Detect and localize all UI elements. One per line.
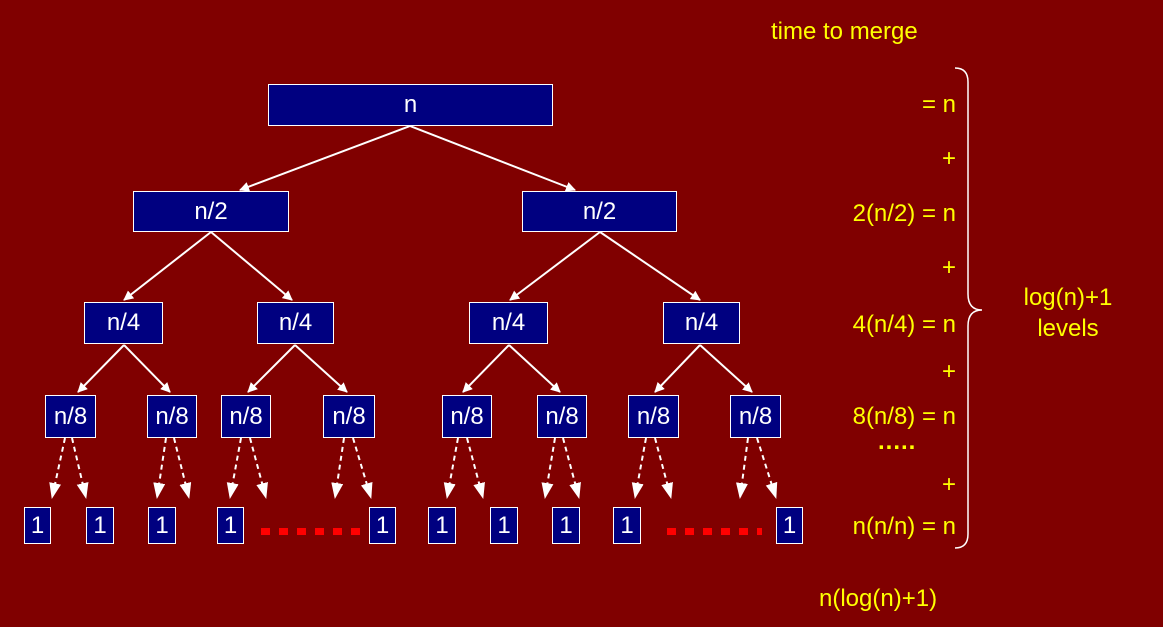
- dashed-edge: [443, 437, 459, 499]
- tree-edge: [654, 344, 701, 393]
- brace-label-line2: levels: [1037, 315, 1099, 342]
- tree-edge: [210, 231, 293, 301]
- tree-edge: [409, 125, 576, 192]
- tree-edge: [509, 231, 601, 301]
- tree-leaf: 1: [148, 507, 176, 544]
- dashed-edge: [226, 437, 242, 499]
- tree-node-level3: n/8: [221, 395, 271, 438]
- tree-edge: [508, 344, 561, 393]
- dashed-edge: [541, 437, 556, 499]
- merge-cost-row: = n: [921, 91, 956, 118]
- tree-edge: [599, 231, 701, 301]
- brace-label-line1: log(n)+1: [1023, 284, 1113, 311]
- tree-edge: [699, 344, 753, 393]
- dashed-edge: [352, 437, 373, 499]
- tree-edge: [239, 125, 411, 192]
- dashed-edge: [249, 437, 268, 499]
- dashed-edge: [562, 437, 581, 499]
- tree-leaf: 1: [428, 507, 456, 544]
- dashed-edge: [153, 437, 167, 499]
- tree-node-level3: n/8: [730, 395, 781, 438]
- row-ellipsis: .....: [878, 428, 917, 455]
- ellipsis-dot: [703, 528, 712, 535]
- tree-node-level3: n/8: [442, 395, 492, 438]
- tree-node-level2: n/4: [257, 302, 334, 344]
- tree-node-level1: n/2: [133, 191, 289, 232]
- plus-sign: +: [941, 254, 956, 281]
- ellipsis-dot: [333, 528, 342, 535]
- ellipsis-dot: [315, 528, 324, 535]
- ellipsis-dot: [739, 528, 748, 535]
- dashed-edge: [173, 437, 192, 499]
- tree-leaf: 1: [490, 507, 518, 544]
- ellipsis-dot: [757, 528, 762, 535]
- dashed-edge: [331, 437, 345, 499]
- total-cost: n(log(n)+1): [819, 585, 938, 612]
- tree-leaf: 1: [24, 507, 51, 544]
- merge-cost-row: 4(n/4) = n: [852, 311, 956, 338]
- merge-cost-row: 8(n/8) = n: [852, 403, 956, 430]
- ellipsis-dot: [351, 528, 360, 535]
- dashed-edge: [654, 437, 673, 499]
- tree-node-level2: n/4: [663, 302, 740, 344]
- tree-leaf: 1: [552, 507, 580, 544]
- dashed-edge: [631, 437, 647, 499]
- tree-edge: [123, 344, 171, 393]
- dashed-edge: [736, 437, 749, 499]
- dashed-edge: [71, 437, 89, 499]
- ellipsis-dot: [721, 528, 730, 535]
- dashed-edge: [49, 437, 66, 499]
- tree-node-level3: n/8: [537, 395, 587, 438]
- tree-node-root: n: [268, 84, 553, 126]
- tree-node-level2: n/4: [84, 302, 163, 344]
- tree-leaf: 1: [369, 507, 396, 544]
- tree-node-level3: n/8: [628, 395, 679, 438]
- levels-brace: [954, 67, 983, 549]
- tree-leaf: 1: [613, 507, 641, 544]
- tree-leaf: 1: [217, 507, 244, 544]
- dashed-edge: [466, 437, 485, 499]
- tree-edge: [247, 344, 296, 393]
- merge-cost-row: 2(n/2) = n: [852, 200, 956, 227]
- plus-sign: +: [941, 471, 956, 498]
- tree-node-level2: n/4: [469, 302, 548, 344]
- ellipsis-dot: [261, 528, 270, 535]
- plus-sign: +: [941, 145, 956, 172]
- tree-node-level3: n/8: [147, 395, 197, 438]
- tree-node-level1: n/2: [522, 191, 677, 232]
- ellipsis-dot: [297, 528, 306, 535]
- tree-edge: [462, 344, 510, 393]
- time-to-merge-header: time to merge: [771, 18, 918, 45]
- ellipsis-dot: [685, 528, 694, 535]
- tree-leaf: 1: [86, 507, 114, 544]
- merge-cost-row: n(n/n) = n: [852, 513, 956, 540]
- tree-leaf: 1: [776, 507, 803, 544]
- plus-sign: +: [941, 358, 956, 385]
- ellipsis-dot: [279, 528, 288, 535]
- tree-node-level3: n/8: [45, 395, 96, 438]
- tree-edge: [77, 344, 125, 393]
- tree-node-level3: n/8: [323, 395, 375, 438]
- ellipsis-dot: [667, 528, 676, 535]
- tree-edge: [123, 231, 212, 301]
- tree-edge: [294, 344, 348, 393]
- dashed-edge: [756, 437, 778, 499]
